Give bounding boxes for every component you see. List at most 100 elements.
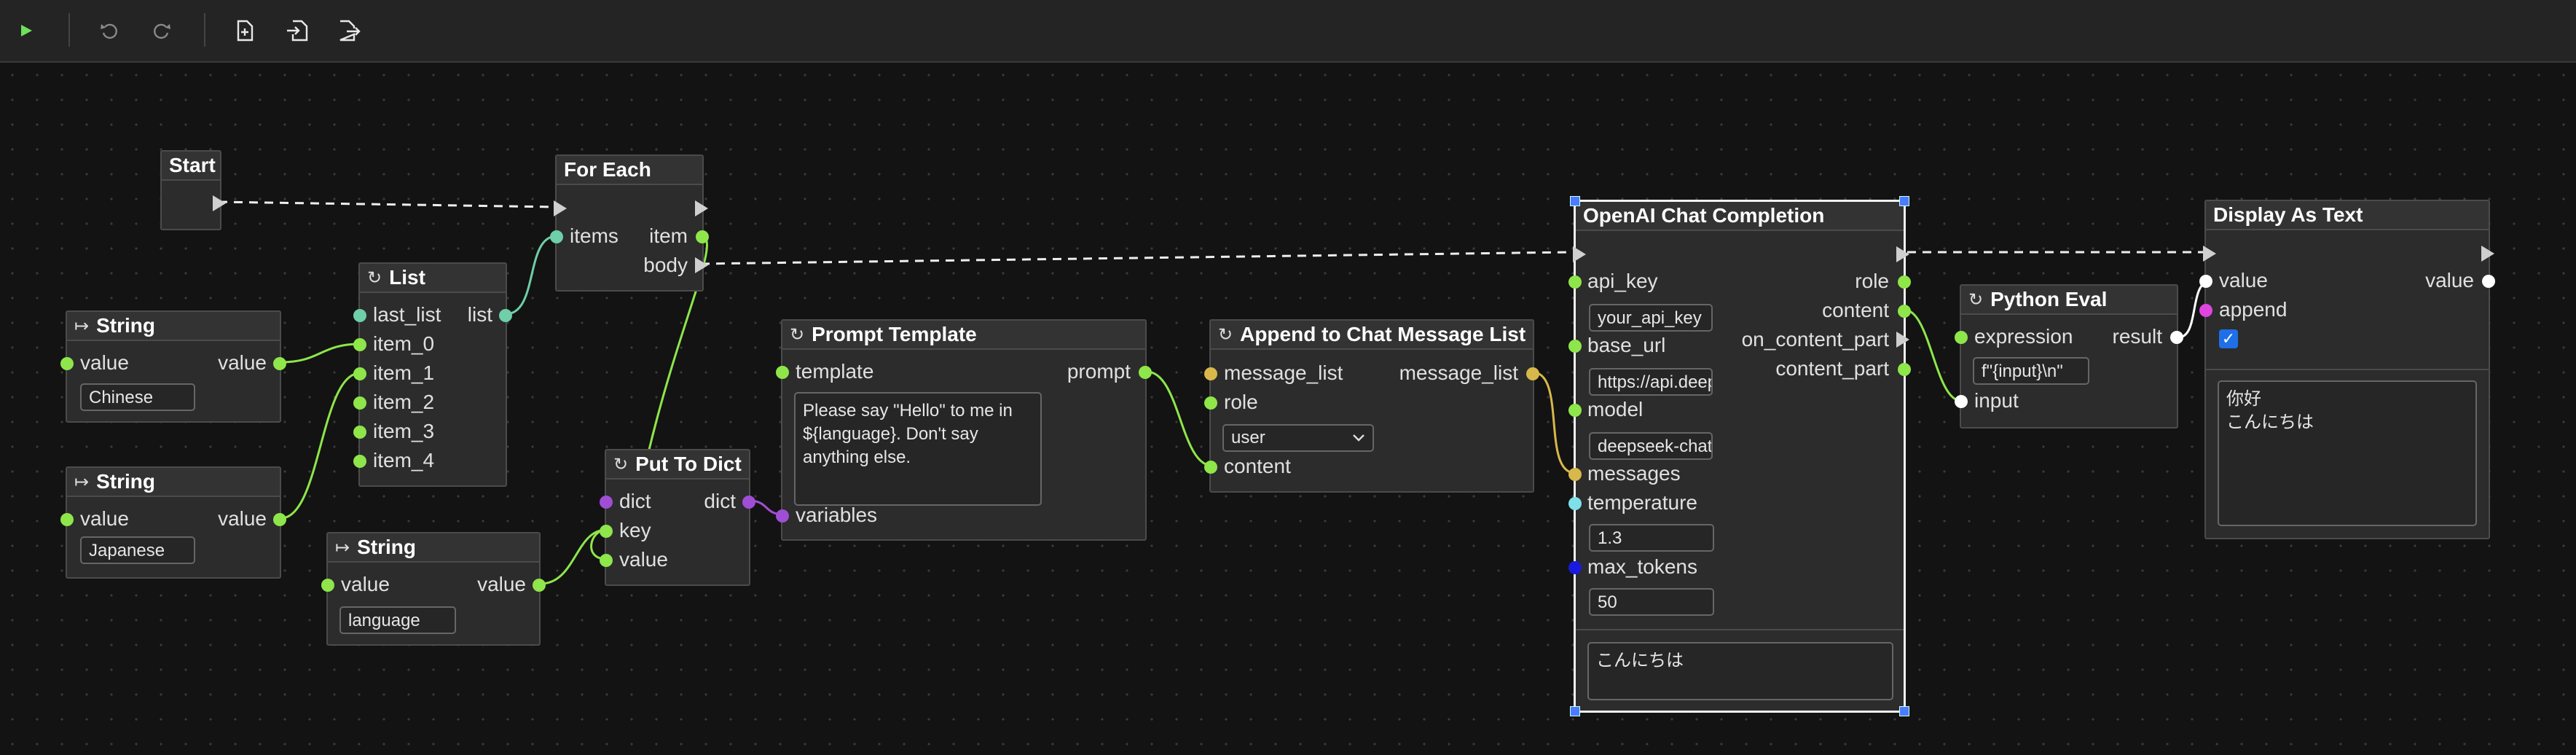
max-tokens-input[interactable]: 50 (1589, 588, 1714, 616)
input-port-max-tokens[interactable] (1568, 561, 1582, 574)
value-input[interactable]: Japanese (80, 536, 195, 564)
node-start[interactable]: Start (160, 150, 226, 230)
node-python-eval[interactable]: ↻Python Eval expression result f"{input}… (1955, 284, 2183, 429)
input-port-message-list[interactable] (1204, 367, 1217, 380)
input-port-item-2[interactable] (353, 396, 366, 410)
input-port[interactable] (60, 513, 74, 526)
temperature-input[interactable]: 1.3 (1589, 524, 1714, 552)
node-display-as-text[interactable]: Display As Text value value append ✓ 你好 … (2199, 200, 2495, 539)
output-port-content-part[interactable] (1898, 363, 1911, 376)
input-port-model[interactable] (1568, 404, 1582, 417)
node-string-3[interactable]: ↦String value value language (321, 532, 546, 646)
output-port-value[interactable] (2482, 275, 2495, 288)
output-port[interactable] (273, 357, 286, 370)
output-port[interactable] (273, 513, 286, 526)
role-select[interactable]: user (1222, 424, 1374, 452)
exec-in-port[interactable] (1573, 246, 1586, 262)
new-file-button[interactable] (226, 12, 264, 50)
export-button[interactable] (331, 12, 369, 50)
input-port-dict[interactable] (600, 496, 613, 509)
input-label: api_key (1587, 270, 1658, 292)
input-port[interactable] (60, 357, 74, 370)
node-header: ↻Prompt Template (782, 321, 1145, 350)
node-list[interactable]: ↻List last_list list item_0 item_1 item_… (353, 262, 512, 487)
exec-out-port[interactable] (1896, 246, 1909, 262)
input-port-item-3[interactable] (353, 426, 366, 439)
output-port-role[interactable] (1898, 275, 1911, 289)
resize-handle[interactable] (1899, 196, 1909, 206)
exec-in-port[interactable] (554, 200, 567, 216)
input-port-last-list[interactable] (353, 309, 366, 322)
input-port-messages[interactable] (1568, 468, 1582, 481)
value-input[interactable]: Chinese (80, 383, 195, 411)
node-string-2[interactable]: ↦String value value Japanese (60, 466, 286, 579)
output-port-dict[interactable] (742, 496, 755, 509)
resize-handle[interactable] (1899, 706, 1909, 716)
exec-out-port[interactable] (695, 200, 708, 216)
node-put-to-dict[interactable]: ↻Put To Dict dict dict key value (600, 449, 755, 586)
undo-button[interactable] (90, 12, 128, 50)
input-port-role[interactable] (1204, 396, 1217, 410)
divider (2206, 369, 2489, 370)
input-port-key[interactable] (600, 525, 613, 538)
node-prompt-template[interactable]: ↻Prompt Template template prompt Please … (776, 319, 1152, 541)
input-port-template[interactable] (776, 366, 789, 379)
input-label: value (2219, 269, 2268, 292)
output-port[interactable] (533, 579, 546, 592)
node-append-chat-message[interactable]: ↻Append to Chat Message List message_lis… (1204, 319, 1539, 493)
output-port-list[interactable] (499, 309, 512, 322)
input-port-value[interactable] (600, 554, 613, 567)
export-icon (339, 20, 361, 42)
resize-handle[interactable] (1570, 196, 1580, 206)
input-port-items[interactable] (550, 230, 563, 243)
model-input[interactable]: deepseek-chat (1589, 432, 1713, 460)
import-button[interactable] (278, 12, 316, 50)
input-port-expression[interactable] (1955, 331, 1968, 344)
node-title: List (389, 266, 425, 289)
expression-input[interactable]: f"{input}\n" (1973, 357, 2089, 385)
input-port[interactable] (321, 579, 334, 592)
exec-out-port-body[interactable] (695, 257, 708, 273)
exec-in-port[interactable] (2203, 246, 2216, 262)
template-textarea[interactable]: Please say "Hello" to me in ${language}.… (794, 392, 1042, 506)
output-label: result (2112, 325, 2162, 348)
node-string-1[interactable]: ↦String value value Chinese (60, 310, 286, 423)
exec-out-port-content-part[interactable] (1896, 332, 1909, 348)
exec-out-port[interactable] (2481, 246, 2494, 262)
output-port-content[interactable] (1898, 305, 1911, 318)
input-port-temperature[interactable] (1568, 497, 1582, 510)
api-key-input[interactable]: your_api_key (1589, 304, 1713, 332)
base-url-input[interactable]: https://api.deepseek.com (1589, 368, 1713, 396)
output-port-item[interactable] (696, 230, 709, 243)
refresh-icon: ↻ (613, 454, 629, 474)
value-input[interactable]: language (339, 606, 456, 634)
input-port-base-url[interactable] (1568, 340, 1582, 353)
input-port-value[interactable] (2199, 275, 2212, 288)
output-port-message-list[interactable] (1526, 367, 1539, 380)
resize-handle[interactable] (1570, 706, 1580, 716)
input-port-content[interactable] (1204, 461, 1217, 474)
node-title: Prompt Template (812, 323, 977, 345)
node-header: ↦String (67, 312, 280, 341)
input-label: template (796, 360, 874, 383)
input-port-variables[interactable] (776, 509, 789, 523)
input-port-item-4[interactable] (353, 455, 366, 468)
node-title: Display As Text (2206, 201, 2489, 230)
exec-out-port[interactable] (213, 195, 226, 211)
input-port-item-1[interactable] (353, 367, 366, 380)
node-for-each[interactable]: For Each items item body (550, 154, 709, 292)
input-port-append[interactable] (2199, 304, 2212, 317)
input-port-input[interactable] (1955, 395, 1968, 408)
append-checkbox[interactable]: ✓ (2219, 329, 2238, 348)
node-openai-chat-completion[interactable]: OpenAI Chat Completion api_key role cont… (1568, 196, 1911, 716)
run-button[interactable] (7, 12, 45, 50)
output-port-result[interactable] (2170, 331, 2183, 344)
input-port-api-key[interactable] (1568, 275, 1582, 289)
input-label: role (1224, 391, 1258, 413)
output-port-prompt[interactable] (1139, 366, 1152, 379)
input-port-item-0[interactable] (353, 338, 366, 351)
input-label: key (619, 519, 651, 541)
redo-button[interactable] (143, 12, 181, 50)
node-title: For Each (557, 156, 702, 185)
input-label: value (80, 351, 129, 374)
